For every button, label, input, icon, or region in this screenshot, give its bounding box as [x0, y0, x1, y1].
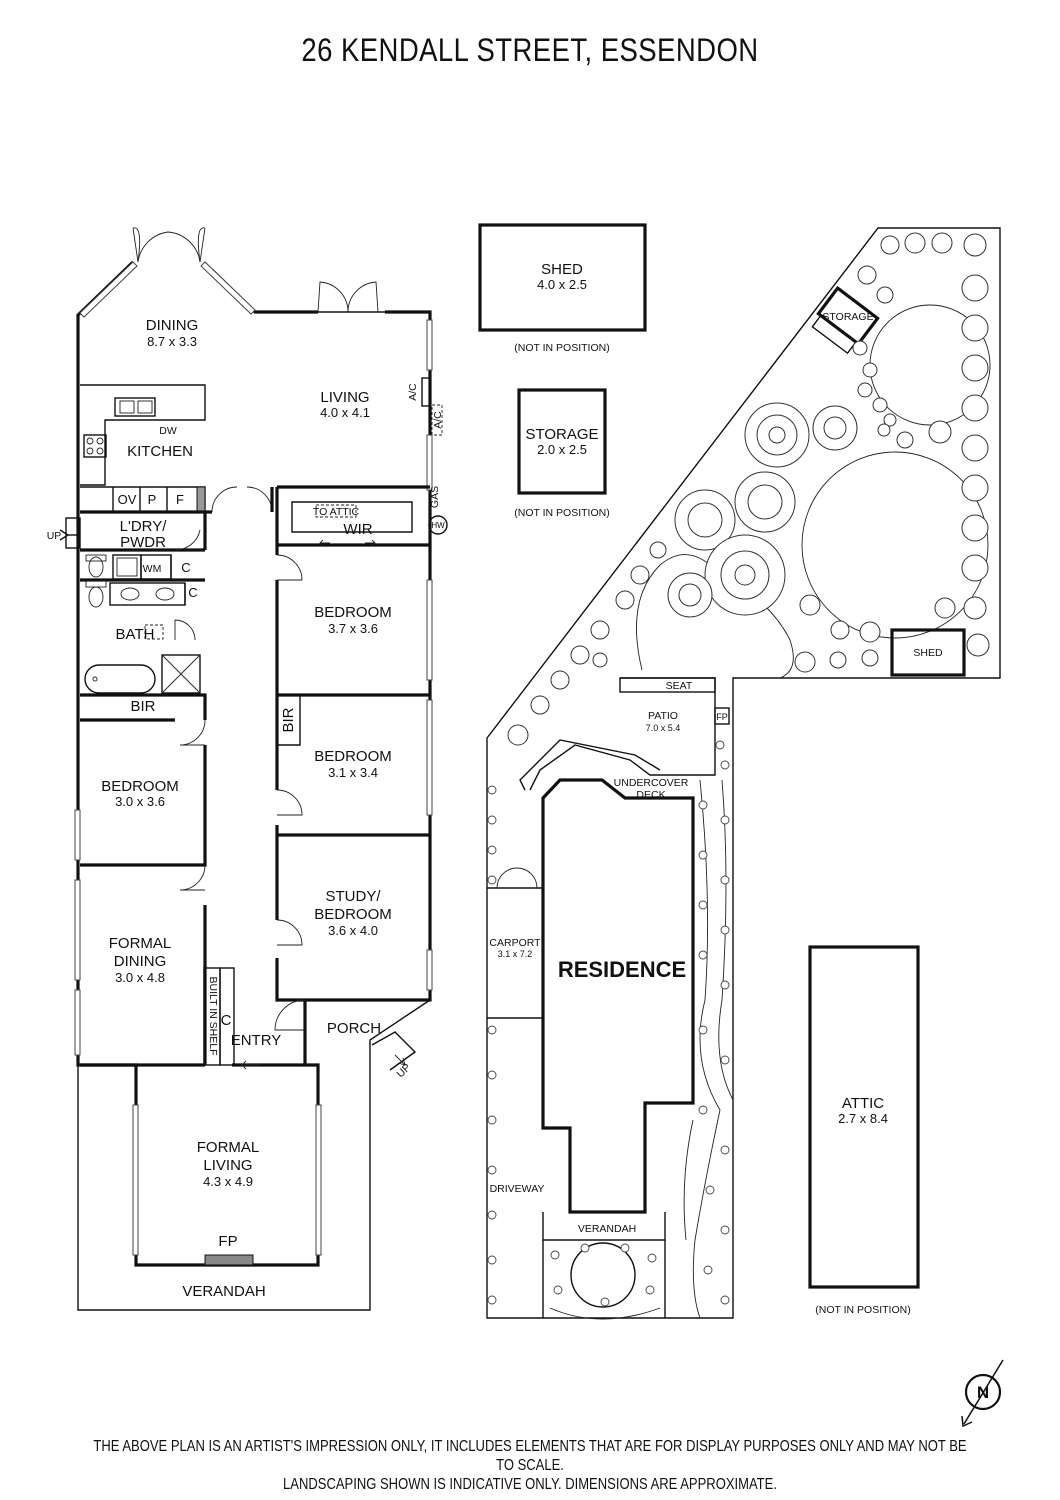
compass-label: N	[977, 1383, 989, 1402]
fixture-ac-2: A/C	[432, 411, 444, 429]
attic-dims: 2.7 x 8.4	[838, 1111, 888, 1126]
fixture-hw: HW	[431, 521, 445, 530]
room-entry-name: ENTRY	[231, 1032, 282, 1049]
shed-name: SHED	[541, 261, 583, 278]
disclaimer: THE ABOVE PLAN IS AN ARTIST'S IMPRESSION…	[85, 1437, 975, 1494]
site-carport-name: CARPORT	[489, 937, 541, 949]
storage-note: (NOT IN POSITION)	[514, 507, 609, 519]
storage-outline	[517, 388, 607, 495]
room-bedroom3-name: BEDROOM	[101, 778, 179, 795]
room-built-in-shelf-name: BUILT IN SHELF	[207, 977, 219, 1056]
fixture-up-laundry: UP	[47, 530, 62, 542]
outbuildings: SHED 4.0 x 2.5 (NOT IN POSITION) STORAGE…	[478, 223, 920, 1316]
garden-trees	[667, 402, 858, 618]
room-living-name: LIVING	[320, 389, 369, 406]
fixture-ac-1: A/C	[407, 383, 419, 401]
room-study-name1: STUDY/	[325, 888, 381, 905]
garden-shrubs	[507, 232, 990, 746]
room-study-dims: 3.6 x 4.0	[328, 923, 378, 938]
house-plan	[59, 227, 448, 1311]
room-bath-name: BATH	[116, 626, 155, 643]
site-patio-name: PATIO	[648, 710, 678, 722]
storage-dims: 2.0 x 2.5	[537, 442, 587, 457]
site-carport-dims: 3.1 x 7.2	[498, 949, 533, 959]
disclaimer-line1: THE ABOVE PLAN IS AN ARTIST'S IMPRESSION…	[93, 1438, 967, 1474]
room-laundry-name1: L'DRY/	[120, 518, 168, 535]
fixture-ov: OV	[118, 492, 137, 507]
shed-note: (NOT IN POSITION)	[514, 342, 609, 354]
room-formal-dining-name1: FORMAL	[109, 935, 172, 952]
page-title: 26 KENDALL STREET, ESSENDON	[301, 32, 759, 68]
site-shed: SHED	[913, 647, 943, 659]
room-verandah-name: VERANDAH	[182, 1283, 265, 1300]
attic-note: (NOT IN POSITION)	[815, 1304, 910, 1316]
room-wir-attic-label: TO ATTIC	[313, 506, 360, 518]
fixture-fp-house: FP	[218, 1233, 237, 1250]
site-plan	[486, 227, 1001, 1320]
residence-outline	[541, 778, 695, 1214]
room-bedroom1-name: BEDROOM	[314, 604, 392, 621]
fixture-c1: C	[181, 560, 190, 575]
room-formal-living-dims: 4.3 x 4.9	[203, 1174, 253, 1189]
attic-outline	[808, 945, 920, 1289]
room-formal-dining-dims: 3.0 x 4.8	[115, 970, 165, 985]
room-bedroom1-dims: 3.7 x 3.6	[328, 621, 378, 636]
site-patio-dims: 7.0 x 5.4	[646, 723, 681, 733]
room-bir-mid-name: BIR	[280, 707, 297, 732]
room-dining-dims: 8.7 x 3.3	[147, 334, 197, 349]
site-residence: RESIDENCE	[558, 957, 686, 982]
site-storage: STORAGE	[822, 311, 873, 323]
site-driveway: DRIVEWAY	[490, 1183, 545, 1195]
disclaimer-line2: LANDSCAPING SHOWN IS INDICATIVE ONLY. DI…	[283, 1476, 777, 1493]
fixture-wm: WM	[143, 563, 162, 575]
room-dining-name: DINING	[146, 317, 199, 334]
site-undercover-1: UNDERCOVER	[614, 777, 689, 789]
room-living-dims: 4.0 x 4.1	[320, 405, 370, 420]
room-study-name2: BEDROOM	[314, 906, 392, 923]
fixture-c-entry: C	[221, 1012, 232, 1029]
fixture-p: P	[148, 492, 157, 507]
room-formal-living-name1: FORMAL	[197, 1139, 260, 1156]
site-verandah: VERANDAH	[578, 1223, 636, 1235]
storage-name: STORAGE	[525, 426, 598, 443]
room-wir-name: WIR	[343, 521, 372, 538]
site-fp: FP	[716, 712, 728, 722]
site-boundary	[486, 227, 1001, 1319]
site-shed-outline	[890, 628, 966, 677]
shed-dims: 4.0 x 2.5	[537, 277, 587, 292]
room-porch-name: PORCH	[327, 1020, 381, 1037]
room-bir-left-name: BIR	[130, 698, 155, 715]
fixture-dw: DW	[159, 425, 177, 437]
site-undercover-2: DECK	[636, 789, 665, 801]
room-bedroom3-dims: 3.0 x 3.6	[115, 794, 165, 809]
attic-name: ATTIC	[842, 1095, 884, 1112]
room-kitchen-name: KITCHEN	[127, 443, 193, 460]
fixture-gas: GAS	[429, 486, 441, 508]
shed-outline	[478, 223, 647, 332]
fixture-f: F	[176, 492, 184, 507]
room-laundry-name2: PWDR	[120, 534, 166, 551]
fixture-c2: C	[188, 585, 197, 600]
room-bedroom2-name: BEDROOM	[314, 748, 392, 765]
room-formal-dining-name2: DINING	[114, 953, 167, 970]
site-seat: SEAT	[666, 680, 693, 692]
compass-icon: N	[961, 1359, 1004, 1428]
room-formal-living-name2: LIVING	[203, 1157, 252, 1174]
room-bedroom2-dims: 3.1 x 3.4	[328, 765, 378, 780]
